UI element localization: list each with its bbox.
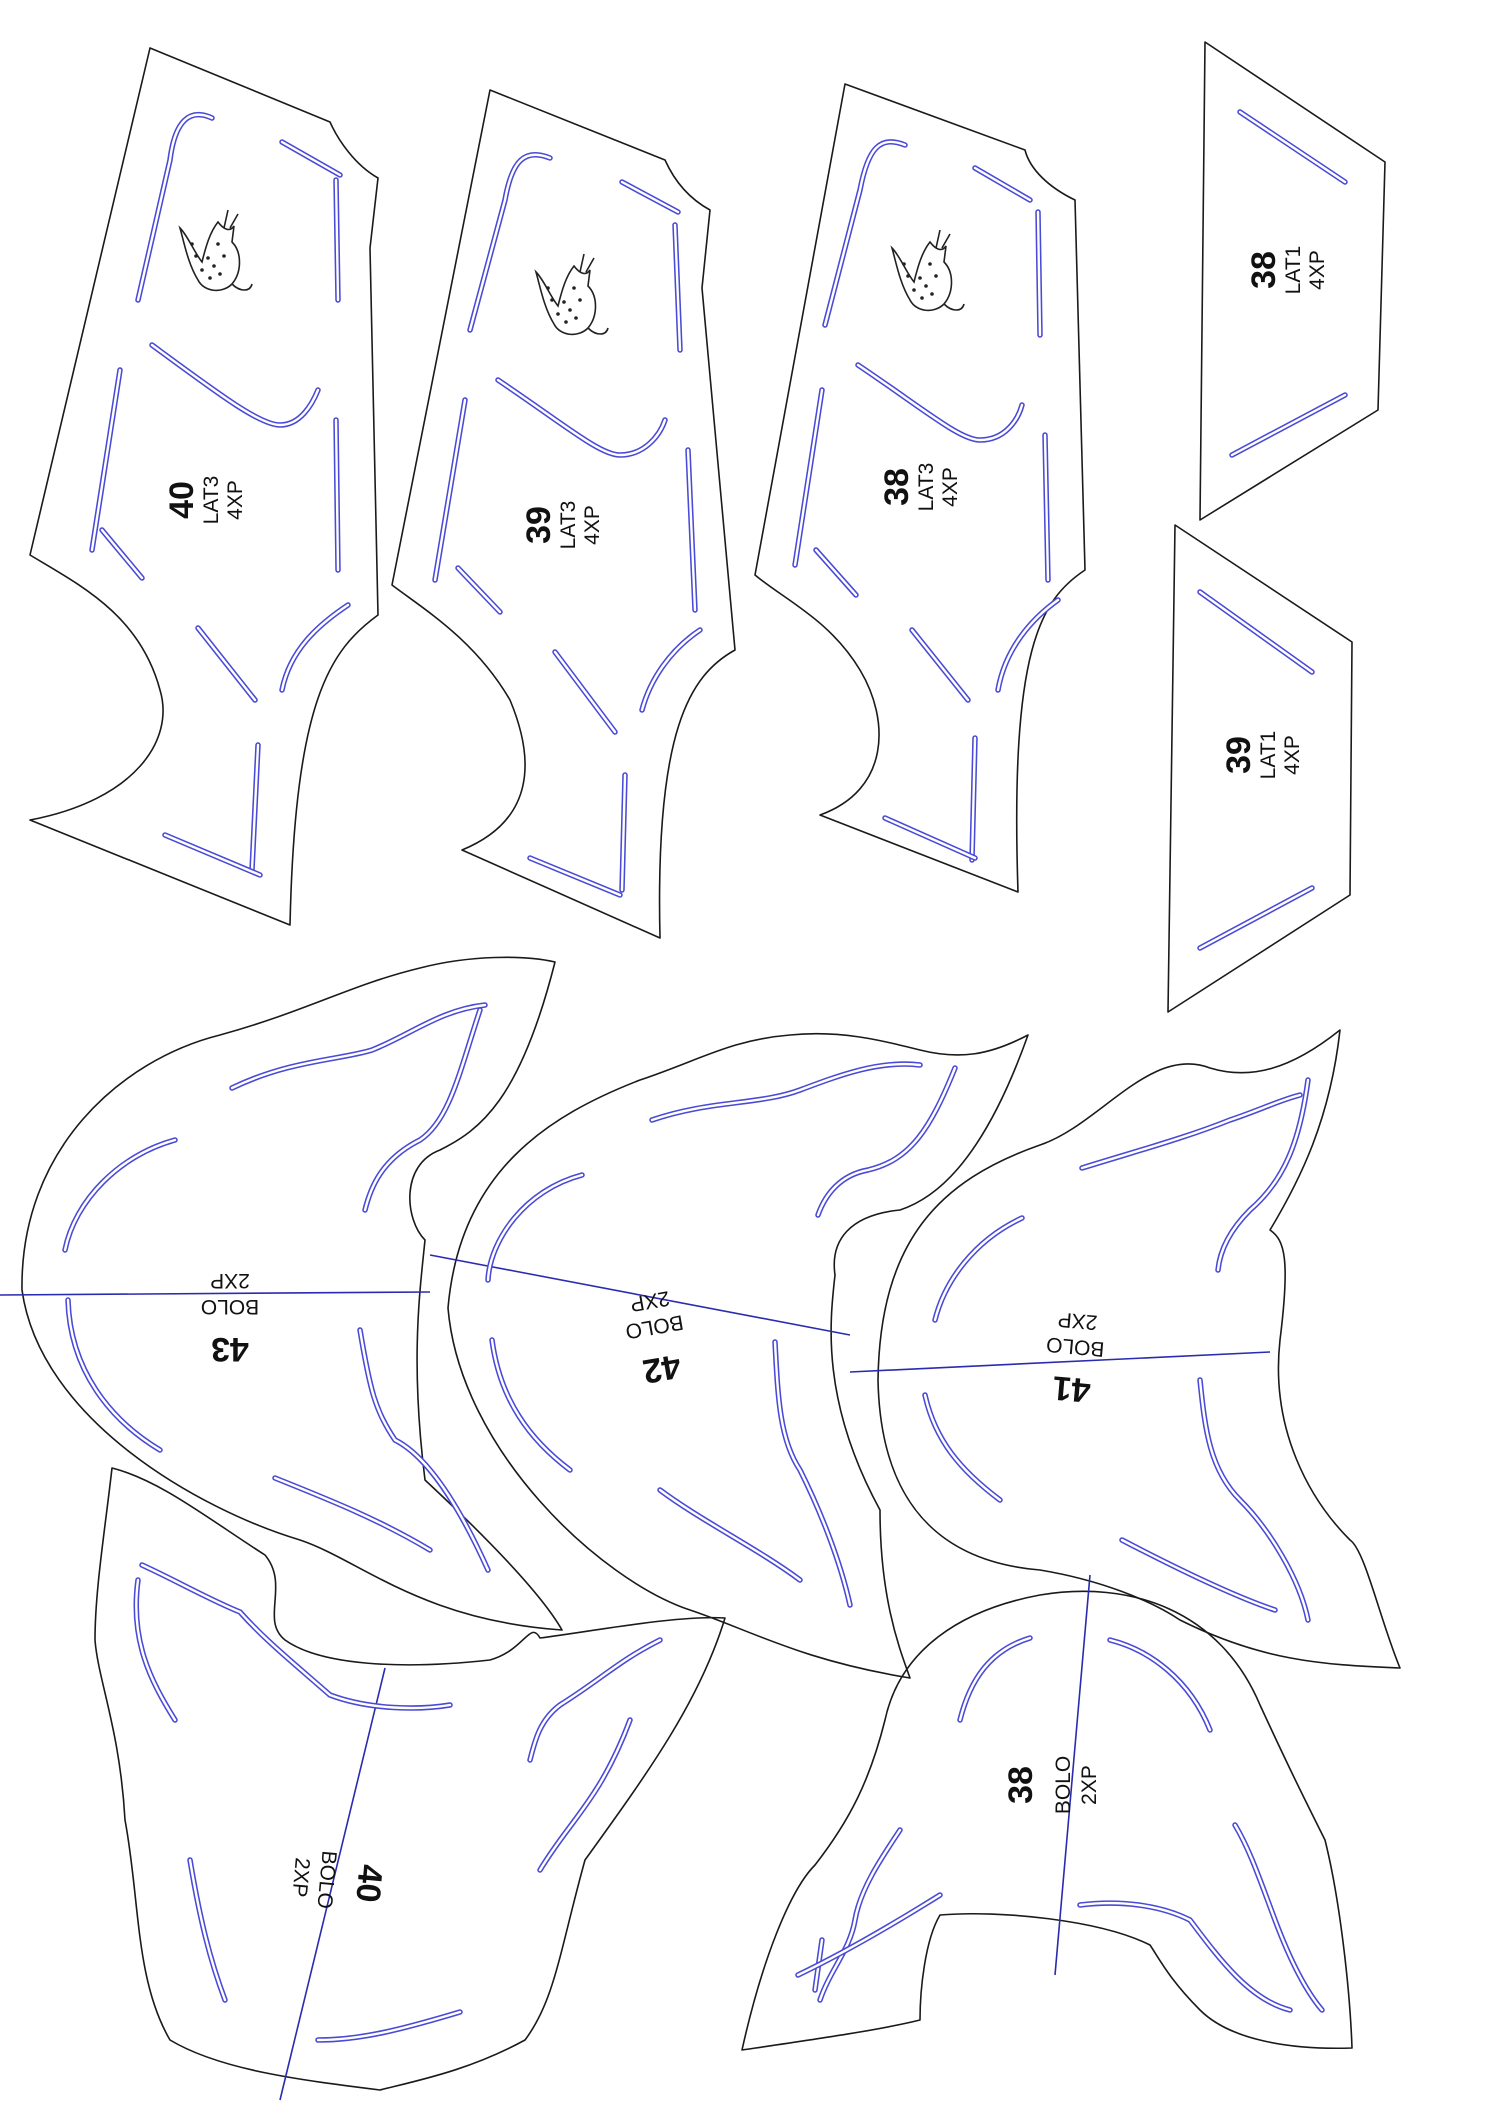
- piece-quantity: 2XP: [210, 1269, 250, 1292]
- piece-size: 39: [1220, 736, 1258, 774]
- piece-size: 43: [211, 1330, 249, 1368]
- piece-quantity: 2XP: [1078, 1765, 1101, 1805]
- seam-lines: [922, 1077, 1311, 1623]
- piece-part: LAT3: [557, 501, 580, 550]
- grain-line: [1054, 1574, 1091, 1976]
- grain-line: [279, 1667, 386, 2101]
- piece-lat1-38: 38 LAT1 4XP: [1199, 41, 1386, 521]
- piece-part: LAT1: [1282, 246, 1305, 295]
- piece-size: 38: [1245, 251, 1283, 289]
- seam-lines: [795, 1635, 1325, 2013]
- piece-bolo-41: 41 BOLO 2XP: [849, 1029, 1401, 1669]
- seam-lines: [62, 1002, 491, 1573]
- piece-size: 38: [1002, 1766, 1040, 1804]
- piece-part: BOLO: [313, 1850, 341, 1910]
- piece-quantity: 2XP: [287, 1857, 313, 1899]
- piece-quantity: 2XP: [1057, 1307, 1099, 1333]
- seam-lines: [133, 1562, 663, 2043]
- seam-lines: [89, 111, 351, 878]
- crocodile-logo-icon: [179, 209, 253, 292]
- seam-lines: [792, 139, 1061, 863]
- piece-size: 38: [878, 468, 916, 506]
- piece-part: LAT3: [200, 476, 223, 525]
- seam-lines: [1197, 589, 1315, 951]
- piece-part: BOLO: [201, 1295, 259, 1318]
- piece-size: 42: [640, 1346, 684, 1390]
- piece-part: BOLO: [1052, 1756, 1075, 1814]
- seam-lines: [432, 151, 703, 898]
- piece-bolo-40: 40 BOLO 2XP: [94, 1467, 726, 2101]
- crocodile-logo-icon: [891, 229, 965, 312]
- crocodile-logo-icon: [535, 253, 609, 336]
- piece-quantity: 4XP: [1281, 735, 1304, 775]
- piece-lat3-38: 38 LAT3 4XP: [754, 83, 1086, 893]
- grain-line: [0, 1291, 431, 1296]
- piece-quantity: 4XP: [224, 480, 247, 520]
- piece-lat1-39: 39 LAT1 4XP: [1167, 524, 1353, 1013]
- grain-line: [849, 1351, 1271, 1373]
- piece-size: 41: [1051, 1368, 1092, 1409]
- grain-line: [429, 1254, 851, 1336]
- piece-bolo-43: 43 BOLO 2XP: [0, 956, 563, 1631]
- seam-lines: [1229, 109, 1348, 458]
- piece-lat3-39: 39 LAT3 4XP: [391, 89, 736, 939]
- piece-bolo-42: 42 BOLO 2XP: [429, 1032, 1029, 1679]
- piece-size: 39: [520, 506, 558, 544]
- piece-size: 40: [348, 1863, 389, 1904]
- piece-quantity: 4XP: [1306, 250, 1329, 290]
- seam-lines: [485, 1061, 958, 1608]
- piece-bolo-38: 38 BOLO 2XP: [741, 1574, 1353, 2051]
- piece-part: LAT1: [1257, 731, 1280, 780]
- piece-size: 40: [163, 481, 201, 519]
- piece-quantity: 4XP: [581, 505, 604, 545]
- piece-quantity: 4XP: [939, 467, 962, 507]
- piece-part: BOLO: [1045, 1333, 1105, 1361]
- piece-quantity: 2XP: [628, 1286, 671, 1316]
- piece-part: LAT3: [915, 463, 938, 512]
- piece-lat3-40: 40 LAT3 4XP: [29, 47, 379, 926]
